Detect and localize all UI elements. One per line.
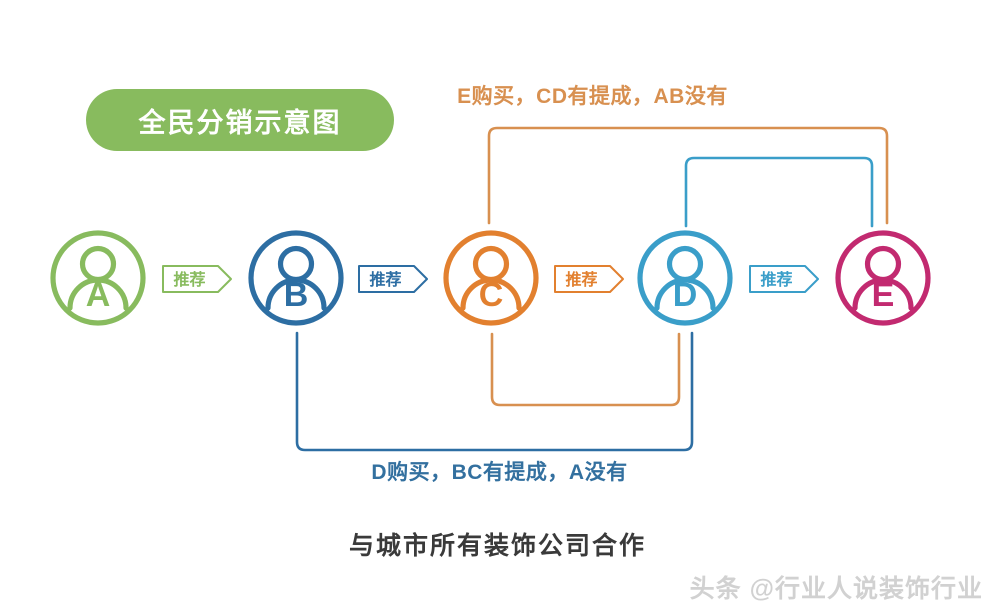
bracket-b-d-path bbox=[295, 331, 694, 452]
bracket-c-d bbox=[490, 332, 681, 407]
title-pill: 全民分销示意图 bbox=[86, 89, 394, 151]
a-to-b-shape[interactable] bbox=[162, 265, 232, 293]
note-top: E购买，CD有提成，AB没有 bbox=[0, 80, 995, 110]
node-C-letter: C bbox=[479, 276, 504, 314]
node-D-letter: D bbox=[673, 276, 698, 314]
b-to-c-shape[interactable] bbox=[358, 265, 428, 293]
person-icon-body bbox=[852, 277, 914, 311]
node-E[interactable]: E bbox=[835, 230, 931, 326]
c-to-d-shape[interactable] bbox=[554, 265, 624, 293]
bracket-c-d-path bbox=[490, 332, 681, 407]
person-icon-body bbox=[460, 277, 522, 311]
d-to-e-shape[interactable] bbox=[749, 265, 819, 293]
a-to-b[interactable]: 推荐 bbox=[162, 265, 232, 293]
recommend-arrows: 推荐 推荐 推荐 推荐 bbox=[162, 265, 819, 293]
d-to-e-label: 推荐 bbox=[760, 270, 792, 289]
node-D[interactable]: D bbox=[637, 230, 733, 326]
node-C[interactable]: C bbox=[443, 230, 539, 326]
note-bottom: D购买，BC有提成，A没有 bbox=[0, 456, 995, 486]
node-E-letter: E bbox=[872, 276, 895, 314]
a-to-b-label: 推荐 bbox=[173, 270, 205, 289]
b-to-c[interactable]: 推荐 bbox=[358, 265, 428, 293]
bracket-connectors bbox=[295, 126, 889, 452]
bracket-c-e bbox=[487, 126, 889, 225]
node-A-letter: A bbox=[86, 276, 111, 314]
person-icon-body bbox=[654, 277, 716, 311]
node-B-letter: B bbox=[284, 276, 309, 314]
caption: 与城市所有装饰公司合作 bbox=[348, 532, 646, 560]
title-pill-label: 全民分销示意图 bbox=[138, 107, 342, 138]
b-to-c-label: 推荐 bbox=[369, 270, 401, 289]
person-icon-body bbox=[67, 277, 129, 311]
node-A[interactable]: A bbox=[50, 230, 146, 326]
node-B[interactable]: B bbox=[248, 230, 344, 326]
bracket-b-d bbox=[295, 331, 694, 452]
c-to-d-label: 推荐 bbox=[565, 270, 597, 289]
person-icon-body bbox=[265, 277, 327, 311]
bracket-d-e-path bbox=[684, 156, 874, 228]
note-bottom-label: D购买，BC有提成，A没有 bbox=[371, 461, 628, 484]
bracket-c-e-path bbox=[487, 126, 889, 225]
person-nodes: A B C D E bbox=[50, 230, 931, 326]
note-top-label: E购买，CD有提成，AB没有 bbox=[457, 85, 728, 108]
d-to-e[interactable]: 推荐 bbox=[749, 265, 819, 293]
c-to-d[interactable]: 推荐 bbox=[554, 265, 624, 293]
watermark: 头条 @行业人说装饰行业 bbox=[689, 575, 983, 603]
bracket-d-e bbox=[684, 156, 874, 228]
